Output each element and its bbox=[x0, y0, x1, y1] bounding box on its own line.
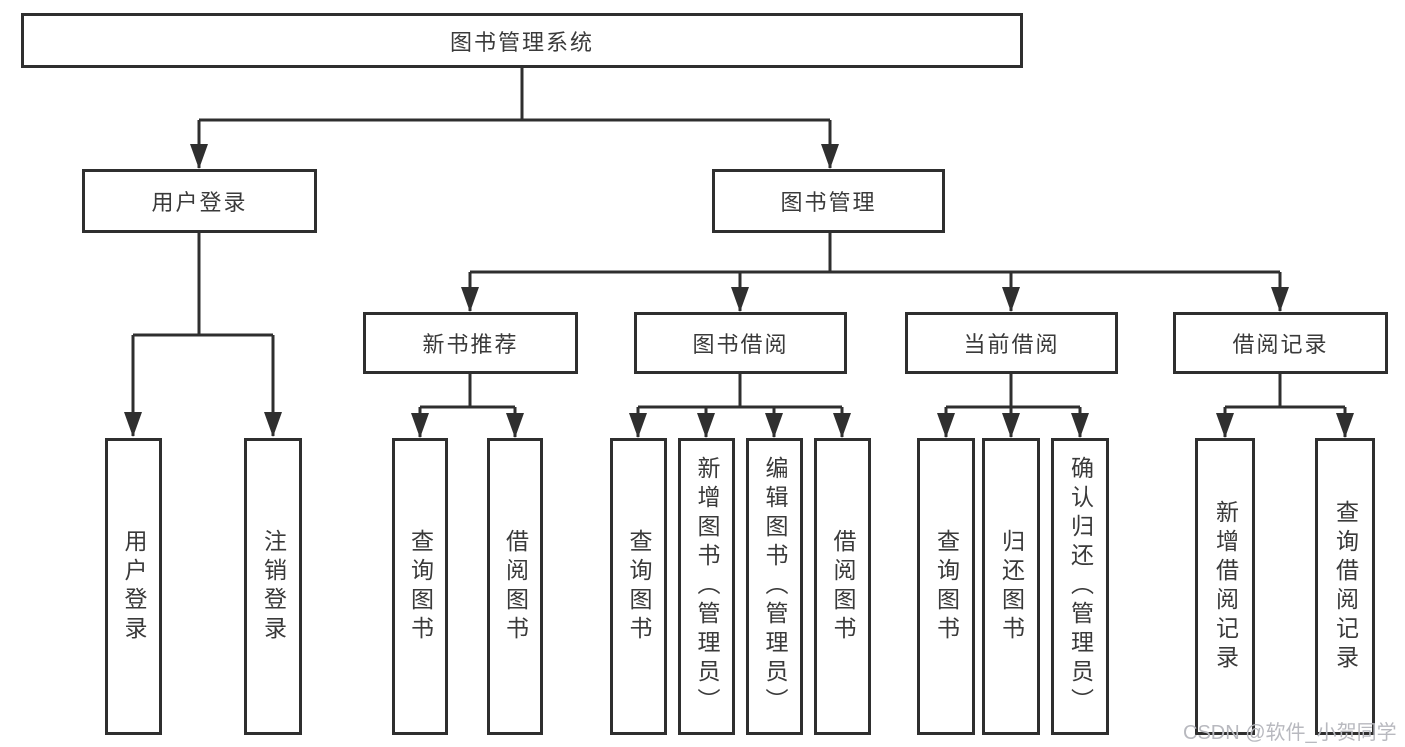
leaf-logout: 注销登录 bbox=[244, 438, 302, 735]
leaf-add-book-admin: 新增图书（管理员） bbox=[678, 438, 735, 735]
leaf-borrow-book: 借阅图书 bbox=[814, 438, 871, 735]
leaf-add-borrow-record: 新增借阅记录 bbox=[1195, 438, 1255, 735]
leaf-confirm-return-admin: 确认归还（管理员） bbox=[1051, 438, 1109, 735]
leaf-query-borrow-record: 查询借阅记录 bbox=[1315, 438, 1375, 735]
node-user-login: 用户登录 bbox=[82, 169, 317, 233]
node-book-management: 图书管理 bbox=[712, 169, 945, 233]
node-current-borrow: 当前借阅 bbox=[905, 312, 1118, 374]
node-root-system: 图书管理系统 bbox=[21, 13, 1023, 68]
leaf-current-query-book: 查询图书 bbox=[917, 438, 975, 735]
leaf-borrow-query-book: 查询图书 bbox=[610, 438, 667, 735]
leaf-edit-book-admin: 编辑图书（管理员） bbox=[746, 438, 803, 735]
leaf-recommend-borrow-book: 借阅图书 bbox=[487, 438, 543, 735]
node-book-borrow: 图书借阅 bbox=[634, 312, 847, 374]
leaf-recommend-query-book: 查询图书 bbox=[392, 438, 448, 735]
csdn-watermark: CSDN @软件_小贺同学 bbox=[1183, 722, 1397, 744]
node-borrow-record: 借阅记录 bbox=[1173, 312, 1388, 374]
node-new-book-recommend: 新书推荐 bbox=[363, 312, 578, 374]
leaf-user-login: 用户登录 bbox=[105, 438, 162, 735]
leaf-return-book: 归还图书 bbox=[982, 438, 1040, 735]
